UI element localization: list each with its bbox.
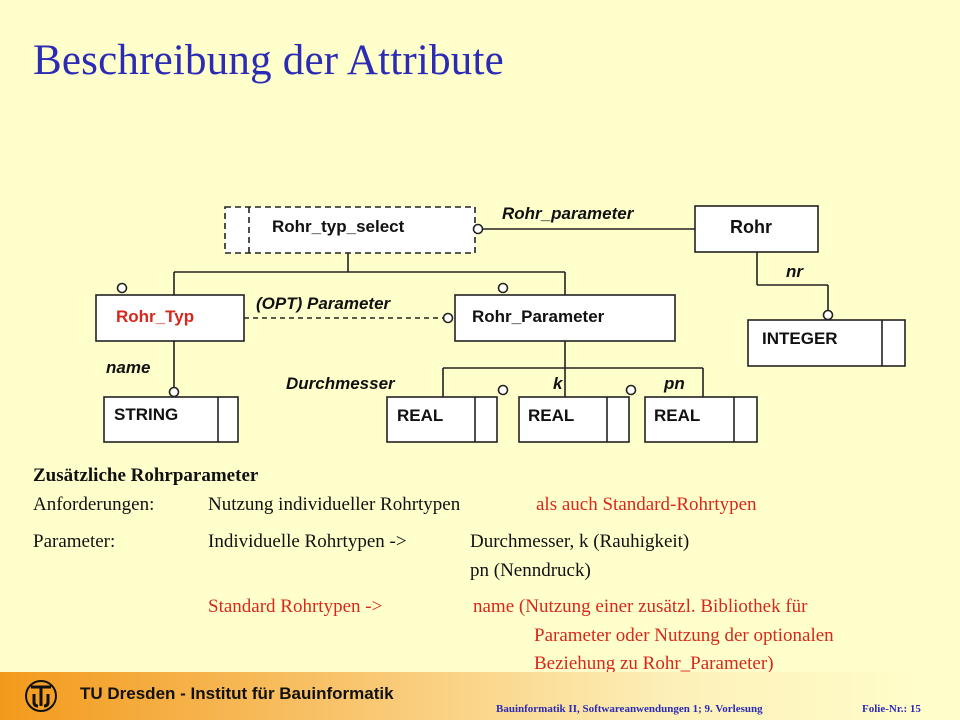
individuelle-value-2: pn (Nenndruck) (470, 560, 591, 581)
label-rohr-parameter: Rohr_Parameter (472, 307, 605, 326)
label-real-1: REAL (397, 406, 443, 425)
label-rel-rohr-parameter: Rohr_parameter (502, 204, 635, 223)
rohr-parameter-top-circle (497, 282, 509, 294)
individuelle-value-1: Durchmesser, k (Rauhigkeit) (470, 531, 690, 552)
label-real-2: REAL (528, 406, 574, 425)
label-integer: INTEGER (762, 329, 838, 348)
label-string: STRING (114, 405, 178, 424)
footer-page-number: Folie-Nr.: 15 (862, 703, 921, 715)
label-real-3: REAL (654, 406, 700, 425)
label-rel-opt-parameter: (OPT) Parameter (256, 294, 392, 313)
real-box-1 (386, 396, 498, 443)
standard-value-1: name (Nutzung einer zusätzl. Bibliothek … (473, 596, 808, 617)
opt-parameter-circle (442, 312, 454, 324)
nr-circle (822, 309, 834, 321)
label-rel-name: name (106, 358, 150, 377)
rohr-parameter-circle (472, 223, 484, 235)
select-box (224, 206, 476, 254)
tu-dresden-logo-icon (25, 680, 57, 712)
parameter-label: Parameter: (33, 531, 116, 552)
section-heading: Zusätzliche Rohrparameter (33, 465, 259, 486)
label-rel-durchmesser: Durchmesser (286, 374, 396, 393)
name-circle (168, 386, 180, 398)
label-rel-nr: nr (786, 262, 804, 281)
k-circle (625, 384, 637, 396)
rohr-parameter-box (454, 294, 676, 342)
anforderungen-value: Nutzung individueller Rohrtypen (208, 494, 461, 515)
footer-bar (0, 672, 960, 720)
footer-course: Bauinformatik II, Softwareanwendungen 1;… (496, 703, 763, 715)
express-g-diagram: Rohr_typ_select Rohr Rohr_Typ Rohr_Param… (95, 204, 906, 443)
durchmesser-circle (497, 384, 509, 396)
integer-box (747, 319, 906, 367)
real-box-3 (644, 396, 758, 443)
string-box (103, 396, 239, 443)
label-rohr-typ-select: Rohr_typ_select (272, 217, 405, 236)
label-rel-pn: pn (663, 374, 685, 393)
standard-value-3: Beziehung zu Rohr_Parameter) (534, 653, 774, 674)
slide-title: Beschreibung der Attribute (33, 37, 504, 84)
footer-institute: TU Dresden - Institut für Bauinformatik (80, 684, 394, 703)
label-rohr: Rohr (730, 217, 772, 237)
label-rel-k: k (553, 374, 564, 393)
real-box-2 (518, 396, 630, 443)
standard-value-2: Parameter oder Nutzung der optionalen (534, 625, 834, 646)
standard-label: Standard Rohrtypen -> (208, 596, 383, 617)
rohr-box (694, 205, 819, 253)
individuelle-label: Individuelle Rohrtypen -> (208, 531, 407, 552)
label-rohr-typ: Rohr_Typ (116, 307, 194, 326)
anforderungen-red: als auch Standard-Rohrtypen (536, 494, 757, 515)
anforderungen-label: Anforderungen: (33, 494, 155, 515)
rohr-typ-circle (116, 282, 128, 294)
